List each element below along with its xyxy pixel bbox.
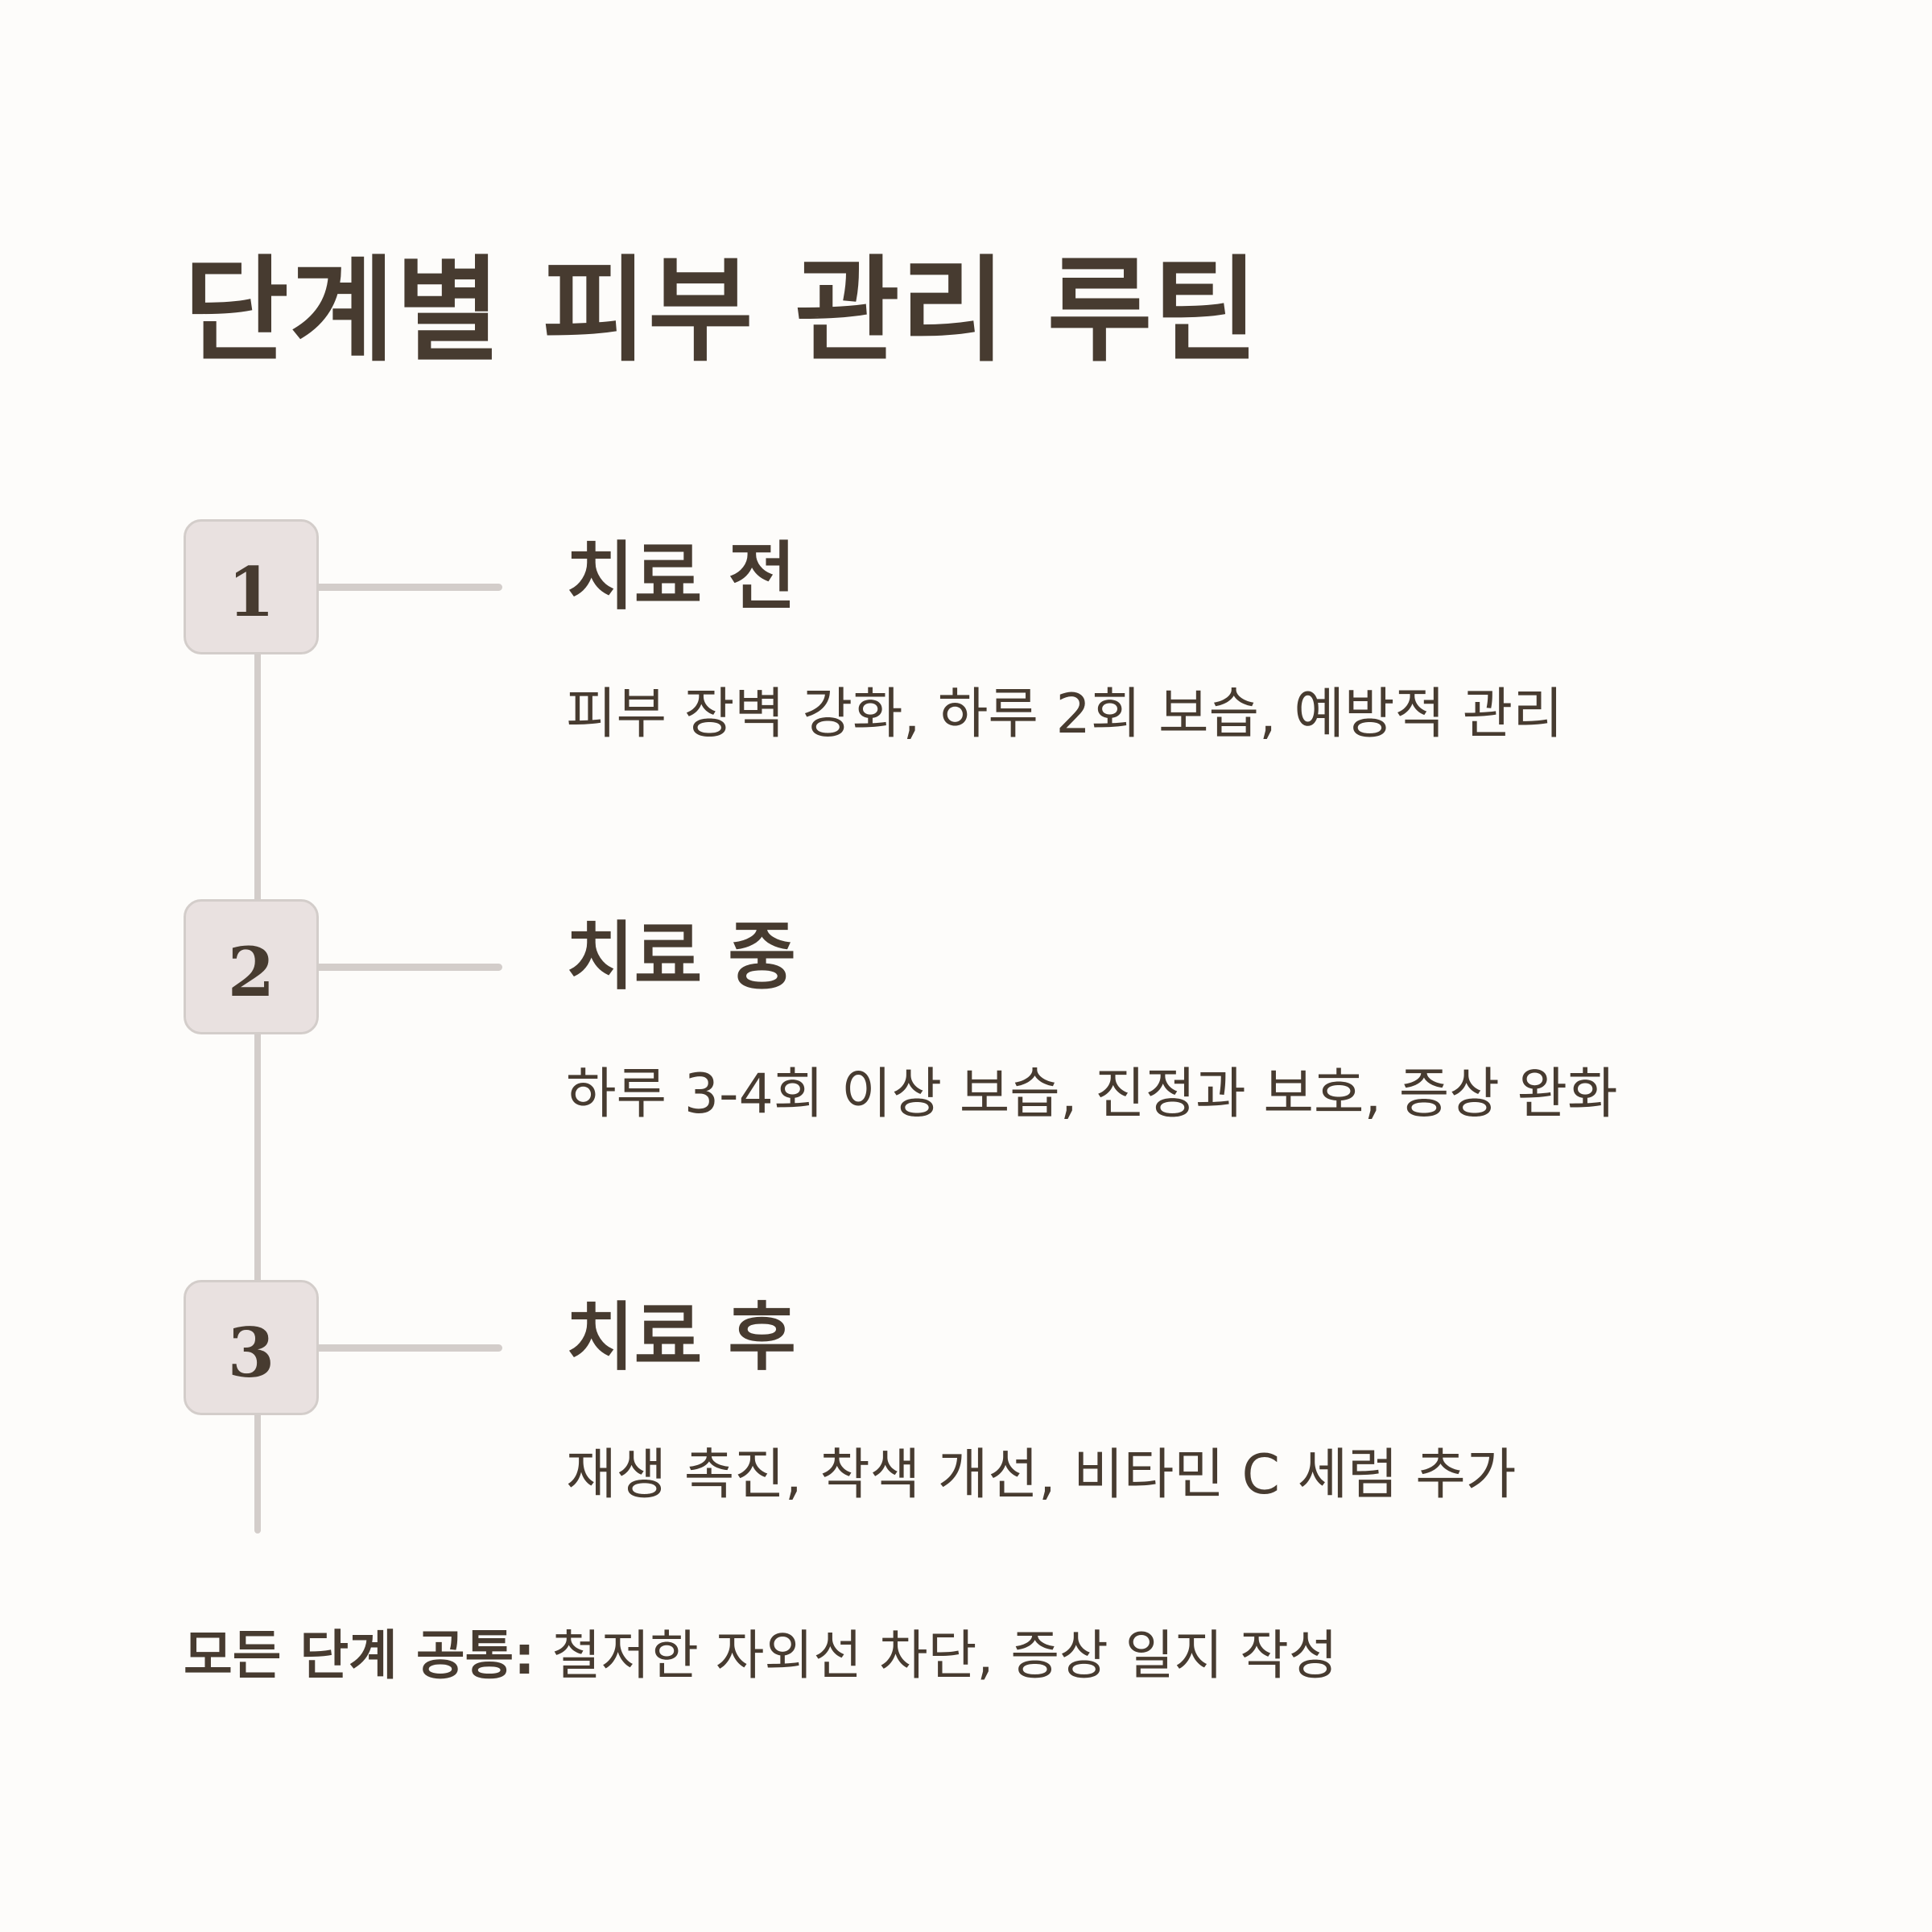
step-number: 1: [227, 552, 275, 632]
step-title: 치료 후: [566, 1294, 796, 1381]
step-connector: [319, 964, 502, 971]
step-number: 2: [227, 932, 275, 1012]
timeline-line: [254, 1405, 261, 1534]
step-during-treatment: 2 치료 중 하루 3-4회 이상 보습, 진정과 보호, 증상 완화: [0, 899, 1932, 1141]
step-description: 하루 3-4회 이상 보습, 진정과 보호, 증상 완화: [566, 1063, 1618, 1126]
step-title: 치료 전: [566, 534, 796, 620]
step-before-treatment: 1 치료 전 피부 장벽 강화, 하루 2회 보습, 예방적 관리: [0, 519, 1932, 761]
step-connector: [319, 1344, 502, 1352]
step-number-badge: 3: [184, 1280, 319, 1415]
common-note-text: 철저한 자외선 차단, 증상 일지 작성: [535, 1624, 1338, 1686]
timeline-line: [254, 1024, 261, 1290]
step-number: 3: [227, 1313, 275, 1393]
timeline-line: [254, 644, 261, 910]
step-number-badge: 2: [184, 899, 319, 1034]
step-title: 치료 중: [566, 914, 796, 1000]
step-description: 피부 장벽 강화, 하루 2회 보습, 예방적 관리: [566, 683, 1563, 746]
common-note-label: 모든 단계 공통:: [184, 1624, 535, 1686]
step-after-treatment: 3 치료 후 재생 촉진, 착색 개선, 비타민 C 세럼 추가: [0, 1280, 1932, 1521]
page-title: 단계별 피부 관리 루틴: [184, 245, 1260, 378]
step-description: 재생 촉진, 착색 개선, 비타민 C 세럼 추가: [566, 1443, 1517, 1507]
step-connector: [319, 584, 502, 591]
common-note: 모든 단계 공통: 철저한 자외선 차단, 증상 일지 작성: [184, 1620, 1338, 1692]
step-number-badge: 1: [184, 519, 319, 654]
